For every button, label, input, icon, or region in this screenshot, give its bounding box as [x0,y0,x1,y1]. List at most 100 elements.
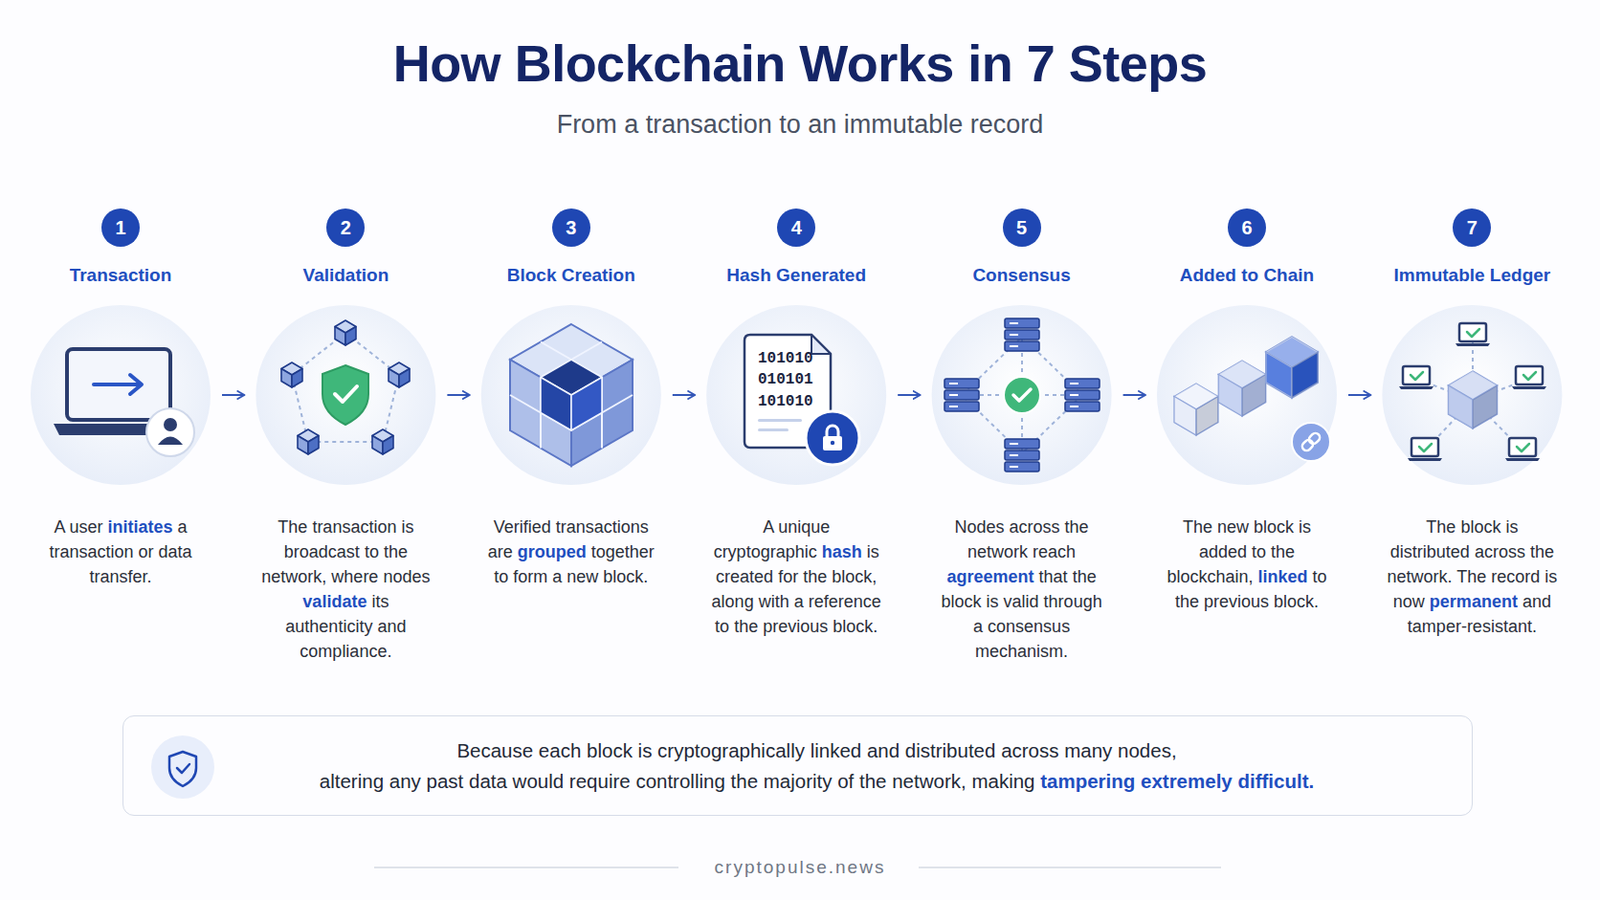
highlight-cube [540,377,572,432]
highlight-word: validate [302,592,367,612]
flow-arrow [672,394,695,397]
step-heading: Block Creation [470,262,672,289]
shield-backdrop [151,735,215,800]
step-spacer [470,288,672,515]
step-heading: Transaction [20,262,222,289]
highlight-word: extremely [1140,770,1233,793]
step-heading: Validation [244,262,446,289]
step-number: 7 [1452,208,1491,247]
chain-block [1174,383,1219,436]
check-mark [334,386,357,402]
step-heading: Hash Generated [695,262,897,289]
step-description: Verified transactions are grouped togeth… [485,514,658,590]
node-cube [388,362,410,388]
user-badge [146,408,195,457]
step-number: 4 [777,208,816,247]
step-backdrop [255,305,436,486]
peer-laptop [1455,323,1490,347]
shield-icon [169,752,197,787]
step-backdrop [932,305,1112,486]
step-node: ValidationThe transaction is broadcast t… [244,262,446,665]
server-node [1065,378,1100,412]
chain-loop [1307,431,1322,446]
chain-loop [1300,438,1315,453]
binary-text: 010101 [757,370,814,390]
lock-badge [805,411,860,466]
step-node: Transaction A user initiates a transactio… [20,262,222,590]
block-illustration [510,324,633,467]
note-shield [151,735,215,800]
step-node: Hash Generated A unique cryptographic has… [695,262,897,640]
validation-illustration [281,320,410,455]
step-backdrop [1156,305,1337,486]
note-box: Because each block is cryptographically … [122,715,1473,817]
step-spacer [1146,288,1348,515]
server-node [1004,439,1040,472]
binary-text: 101010 [757,349,814,369]
step-spacer [20,288,222,515]
step-number: 2 [326,208,365,247]
peer-laptop [1399,366,1434,390]
document-line [757,428,789,432]
check-mark [1013,389,1031,401]
step-description: Nodes across the network reach agreement… [935,514,1109,665]
link-icon [1300,431,1322,453]
network-ring [291,333,400,443]
laptop-screen [66,349,171,421]
binary-text: 101010 [757,392,814,412]
node-cube [334,320,356,346]
highlight-word: permanent [1429,592,1518,612]
highlight-word: initiates [108,517,174,537]
server-node [944,378,979,412]
hash-illustration [744,334,860,466]
step-description: A unique cryptographic hash is created f… [710,514,883,640]
lock-shackle [826,425,839,437]
step-description: The block is distributed across the netw… [1385,514,1558,640]
network-ring [961,336,1083,454]
note-text: Because each block is cryptographically … [180,735,1453,798]
node-cube [281,362,303,388]
flow-arrow [222,394,245,397]
shield-icon [322,365,369,425]
footer-rule [374,866,679,869]
step-node: Block CreationVerified transactions are … [470,262,672,590]
highlight-word: tampering [1040,770,1135,793]
step-description: A user initiates a transaction or data t… [34,514,207,590]
highlight-word: linked [1258,567,1309,587]
chain-block [1218,360,1266,417]
node-cube [372,429,394,455]
peer-laptop [1505,438,1540,462]
check-mark [177,764,190,774]
peer-laptop [1407,438,1443,462]
highlight-word: agreement [947,567,1035,587]
step-heading: Immutable Ledger [1371,262,1573,289]
step-backdrop [706,305,887,486]
step-backdrop [481,305,662,486]
step-backdrop [1381,305,1562,486]
flow-arrow [446,394,469,397]
flow-arrow [1123,394,1146,397]
laptop-illustration [53,349,195,457]
agreement-badge [1003,377,1041,414]
step-description: The new block is added to the blockchain… [1160,514,1334,615]
step-node: ConsensusNodes across the network reach … [921,262,1123,665]
send-arrow [93,382,140,387]
flow-arrow [897,394,920,397]
user-body [157,437,183,446]
lock-body [822,436,843,451]
user-head [163,418,178,432]
highlight-word: hash [822,542,863,562]
step-backdrop [30,305,211,486]
step-spacer [921,288,1123,515]
highlight-cube [571,377,602,432]
step-number: 3 [552,208,591,247]
title: How Blockchain Works in 7 Steps [0,28,1600,98]
chain-block [1266,336,1318,399]
document-fold [811,334,831,355]
step-description: The transaction is broadcast to the netw… [259,514,432,665]
ledger-illustration [1399,323,1547,462]
step-node: Immutable LedgerThe block is distributed… [1371,262,1573,640]
step-spacer [244,288,446,515]
link-badge [1291,422,1331,462]
